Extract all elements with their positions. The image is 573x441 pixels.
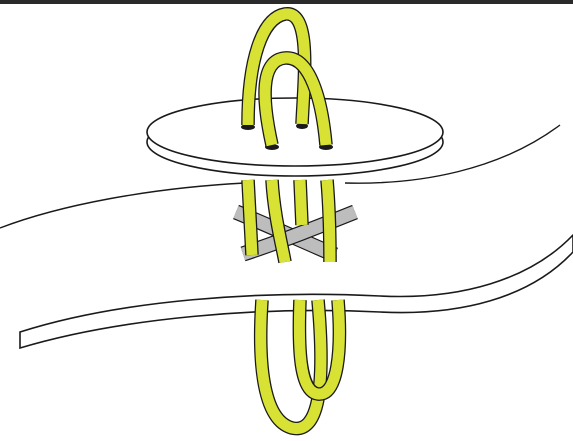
shank-cord-4 bbox=[327, 180, 330, 262]
underside-loops bbox=[261, 300, 340, 429]
button-face bbox=[147, 98, 443, 166]
fabric-top-edge-left bbox=[0, 183, 245, 228]
shank-cord-3 bbox=[300, 180, 302, 225]
underside-loop-outer bbox=[261, 300, 321, 429]
shank-cord-1 bbox=[248, 180, 252, 255]
button bbox=[147, 98, 443, 176]
